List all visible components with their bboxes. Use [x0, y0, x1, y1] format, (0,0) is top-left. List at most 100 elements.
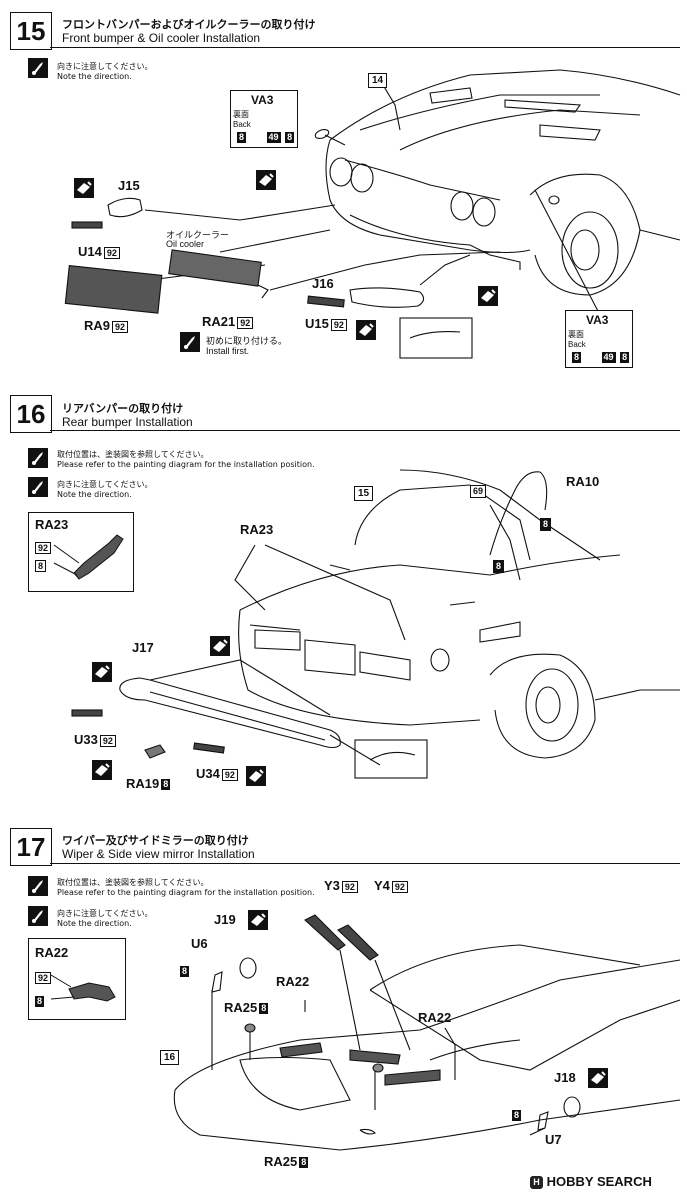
caution-icon: [28, 906, 48, 926]
part-j18: J18: [554, 1070, 576, 1085]
glue-icon: [210, 636, 230, 656]
color-code: 92: [237, 316, 254, 329]
va3-decal-inset-top: VA3 裏面 Back 8 49 8: [230, 90, 298, 148]
color-code: 8: [572, 352, 582, 364]
part-u15-label: U15: [305, 316, 329, 331]
ra22-inset-title: RA22: [35, 945, 69, 960]
color-code: 8: [237, 132, 247, 144]
part-j19: J19: [214, 912, 236, 927]
caution-icon: [28, 876, 48, 896]
color-code: 8: [35, 557, 47, 575]
step-number-text: 16: [16, 399, 46, 429]
color-code: 92: [330, 318, 347, 331]
color-code-text: 92: [35, 541, 52, 554]
color-code: 92: [103, 246, 120, 259]
part-u6: U6: [191, 936, 208, 951]
watermark-text: HOBBY SEARCH: [546, 1174, 652, 1189]
color-code: 8: [180, 963, 190, 981]
section-15-title-jp: フロントバンパーおよびオイルクーラーの取り付け: [62, 18, 316, 31]
color-code-text: 8: [35, 996, 45, 1008]
caution-icon: [28, 448, 48, 468]
color-code-text: 8: [35, 559, 47, 572]
glue-icon: [356, 320, 376, 340]
step-number-17: 17: [10, 828, 52, 866]
part-ra23: RA23: [240, 522, 274, 537]
part-ra22-b: RA22: [418, 1010, 452, 1025]
glue-icon: [588, 1068, 608, 1088]
part-body-number-14: 14: [368, 73, 388, 88]
note-direction-en: Note the direction.: [57, 72, 132, 81]
step-number-16: 16: [10, 395, 52, 433]
ra22-inset: RA22 92 8: [28, 938, 126, 1020]
step-number-15: 15: [10, 12, 52, 50]
note-painting-jp: 取付位置は、塗装図を参照してください。: [57, 878, 209, 887]
part-y4-label: Y4: [374, 878, 390, 893]
note-painting-en: Please refer to the painting diagram for…: [57, 888, 315, 897]
note-painting-en: Please refer to the painting diagram for…: [57, 460, 315, 469]
ra23-inset: RA23 92 8: [28, 512, 134, 592]
car-top-drawing-17: [173, 944, 681, 1151]
section-15-title-en: Front bumper & Oil cooler Installation: [62, 31, 261, 45]
va3-back-jp: 裏面: [233, 110, 249, 119]
part-u33-label: U33: [74, 732, 98, 747]
color-code: 8: [259, 1003, 269, 1015]
color-code: 92: [391, 880, 408, 893]
car-rear-drawing-16: [238, 469, 680, 759]
note-direction-jp: 向きに注意してください。: [57, 480, 153, 489]
part-y3-label: Y3: [324, 878, 340, 893]
color-code-text: 8: [180, 966, 190, 978]
color-code: 8: [493, 560, 505, 573]
part-j16: J16: [312, 276, 334, 291]
va3-back-jp: 裏面: [568, 330, 584, 339]
part-j17: J17: [132, 640, 154, 655]
car-front-drawing-15: [314, 69, 681, 296]
color-code: 49: [601, 352, 616, 364]
part-ra10: RA10: [566, 474, 600, 489]
install-first-jp: 初めに取り付ける。: [206, 336, 288, 346]
glue-icon: [256, 170, 276, 190]
color-code: 92: [35, 969, 52, 987]
color-code: 92: [99, 734, 116, 747]
va3-color-codes: 8 49 8: [235, 132, 295, 144]
glue-icon: [92, 760, 112, 780]
va3-back-en: Back: [233, 120, 251, 129]
color-code: 8: [512, 1107, 522, 1125]
glue-icon: [248, 910, 268, 930]
section-17-title-jp: ワイパー及びサイドミラーの取り付け: [62, 834, 249, 847]
caution-icon: [28, 58, 48, 78]
color-code: 8: [35, 993, 45, 1011]
color-code: 92: [341, 880, 358, 893]
part-ra22-a: RA22: [276, 974, 310, 989]
glue-icon: [92, 662, 112, 682]
va3-label: VA3: [251, 93, 274, 107]
section-divider: [50, 863, 680, 864]
section-divider: [50, 430, 680, 431]
oil-cooler-en: Oil cooler: [166, 239, 205, 249]
part-u7: U7: [545, 1132, 562, 1147]
caution-icon: [28, 477, 48, 497]
color-code: 92: [112, 320, 129, 333]
section-16-title-jp: リアバンパーの取り付け: [62, 402, 184, 415]
va3-color-codes: 8 49 8: [570, 352, 630, 364]
color-code: 92: [35, 539, 52, 557]
color-code: 8: [299, 1157, 309, 1169]
note-direction-jp: 向きに注意してください。: [57, 62, 153, 71]
va3-label: VA3: [586, 313, 609, 327]
va3-decal-inset-bottom: VA3 裏面 Back 8 49 8: [565, 310, 633, 368]
watermark-logo: H HOBBY SEARCH: [530, 1174, 652, 1190]
install-first-en: Install first.: [206, 346, 250, 356]
ra23-inset-title: RA23: [35, 517, 69, 532]
color-code-text: 92: [35, 971, 52, 984]
part-ra21-label: RA21: [202, 314, 236, 329]
part-j15: J15: [118, 178, 140, 193]
part-ra25-label: RA25: [224, 1000, 258, 1015]
ra23-part-drawing: [53, 534, 124, 580]
